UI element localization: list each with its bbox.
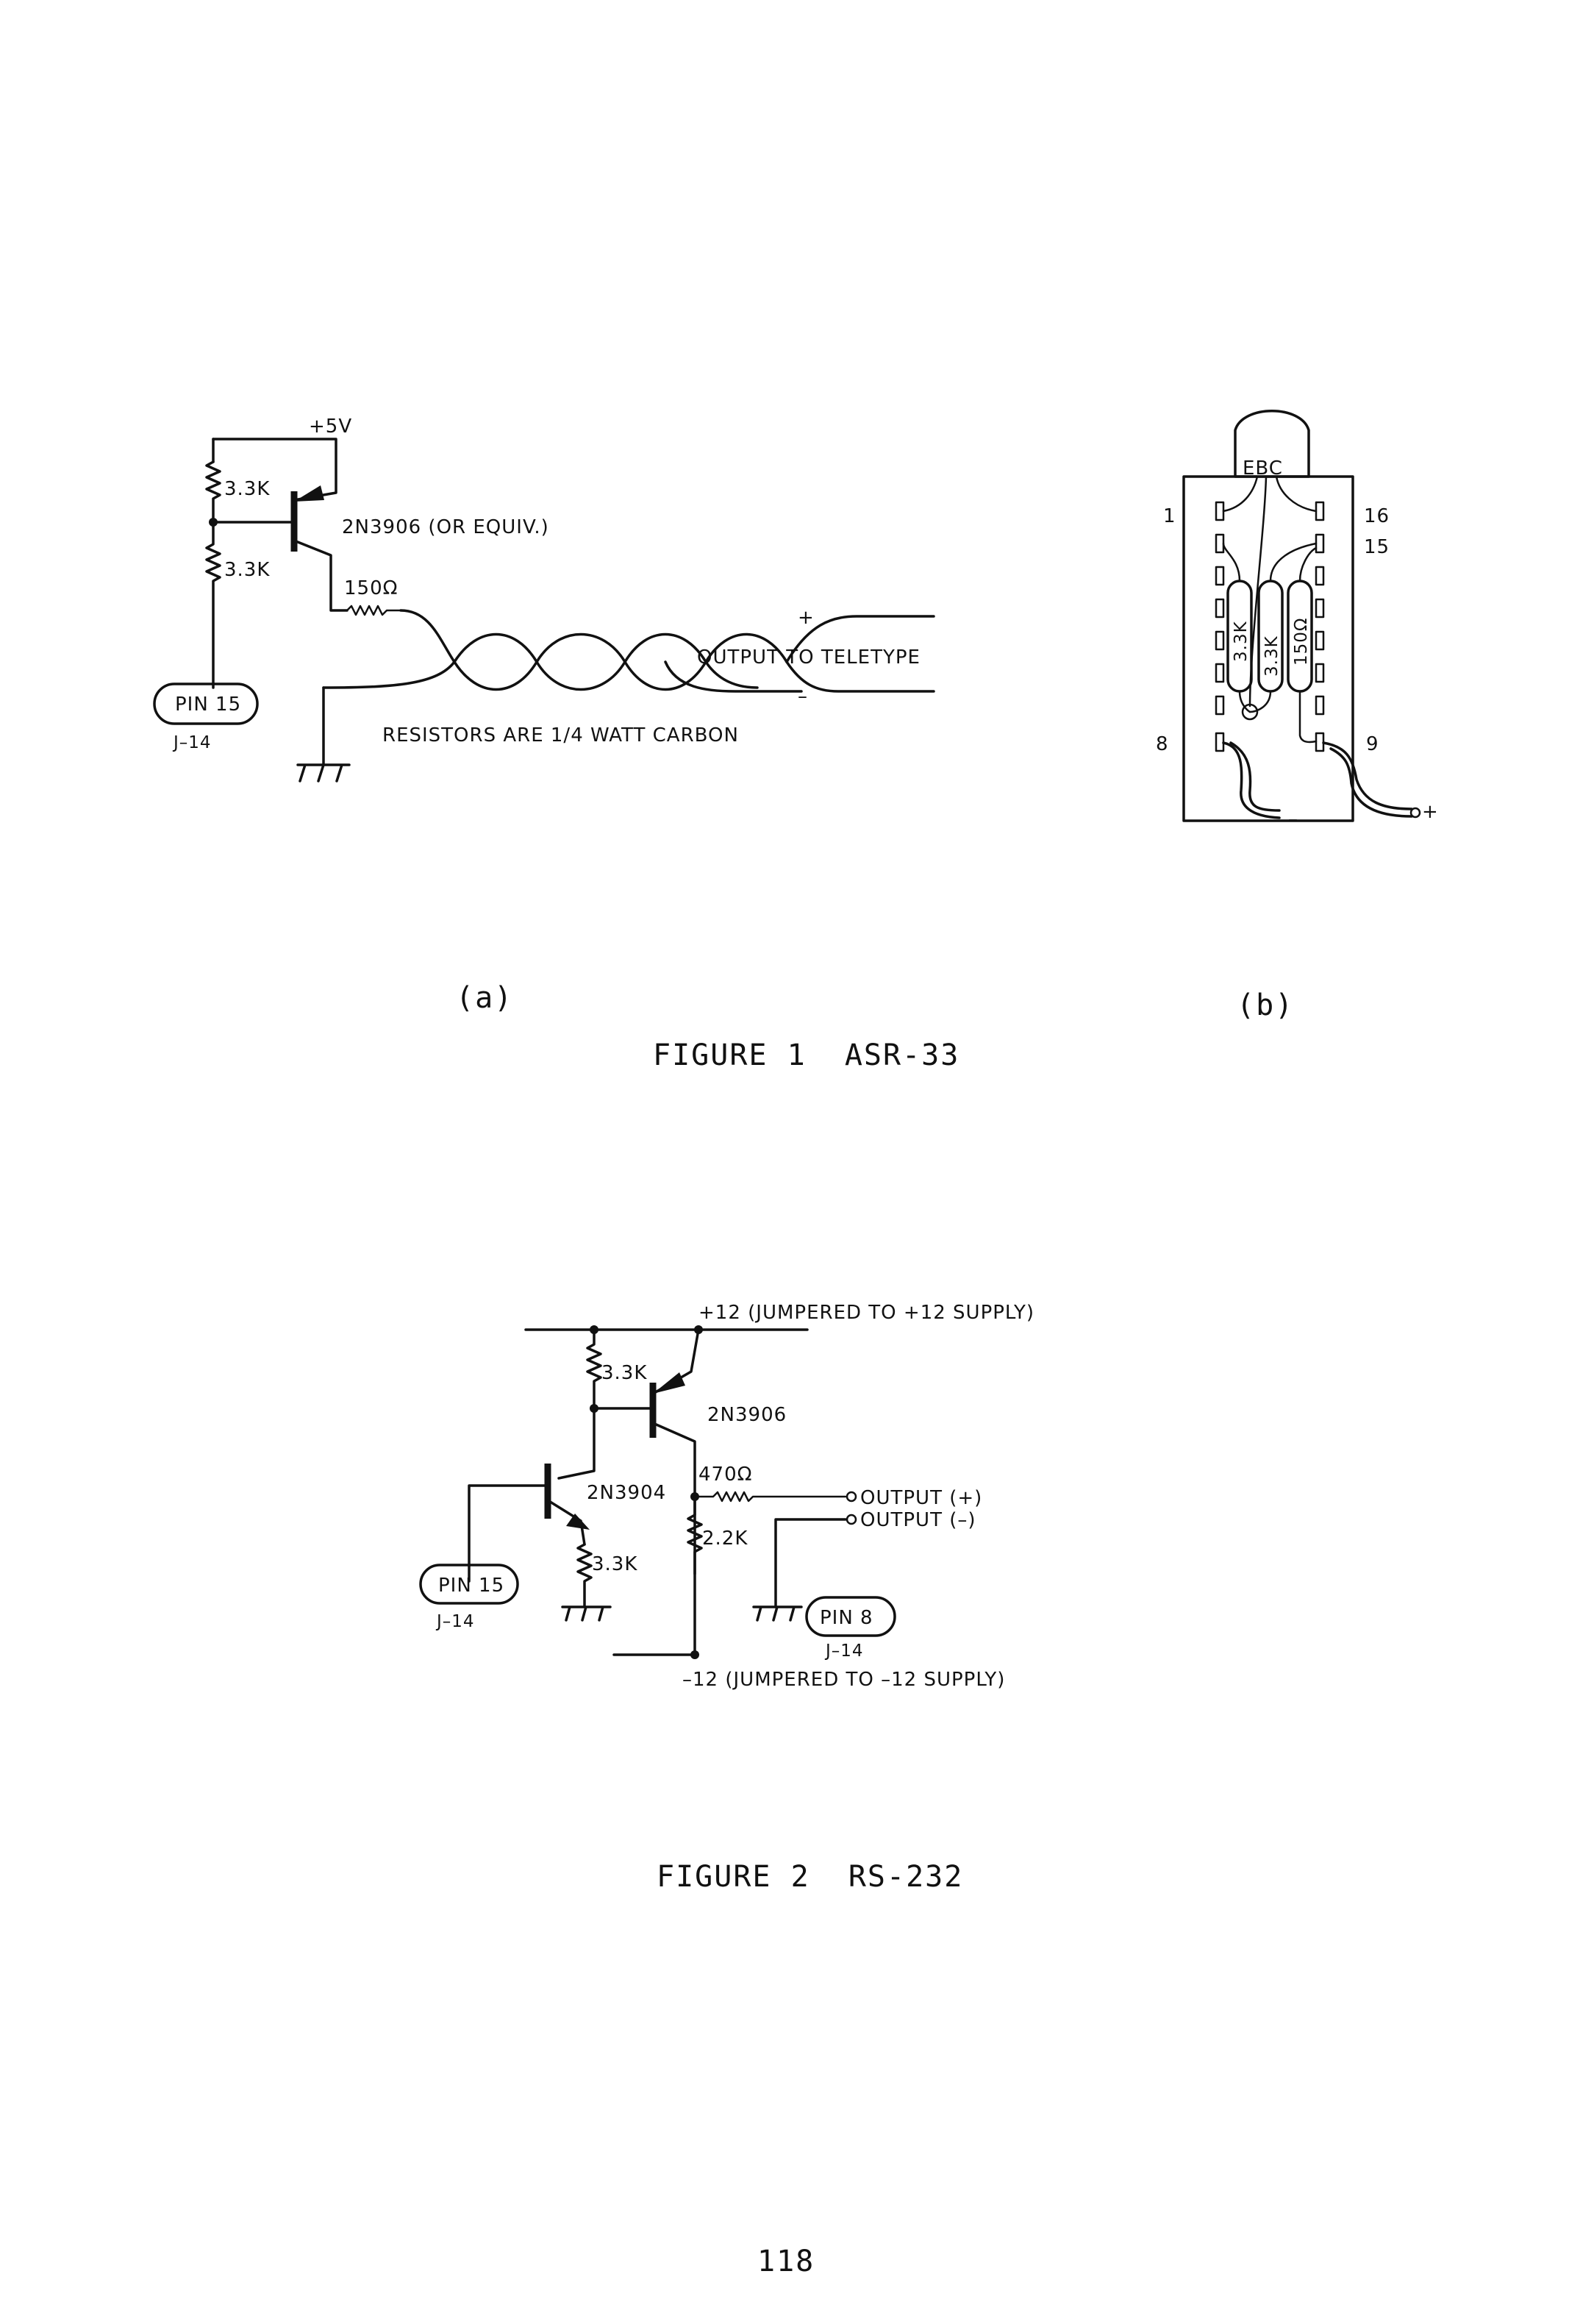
figure1-caption: FIGURE 1 ASR-33	[653, 1038, 959, 1072]
terminal-out-minus	[846, 1514, 857, 1525]
pnp-label: 2N3906	[707, 1404, 787, 1426]
solder-junction	[1241, 703, 1259, 721]
npn-label: 2N3904	[587, 1482, 666, 1504]
ground-npn	[561, 1605, 612, 1622]
terminal-out-plus	[846, 1491, 857, 1503]
note-label: RESISTORS ARE 1/4 WATT CARBON	[382, 724, 739, 746]
figure1a-schematic	[153, 438, 935, 783]
pin15-oval	[153, 682, 259, 725]
left-pin-column	[1215, 501, 1225, 752]
connector-label: J–14	[172, 733, 212, 752]
transistor-body	[1234, 410, 1310, 478]
r2-label: 3.3K	[1262, 635, 1282, 677]
pin8-conn-label: J–14	[824, 1642, 864, 1661]
pin-8-label: 8	[1156, 733, 1169, 755]
figure2-caption: FIGURE 2 RS-232	[657, 1860, 963, 1894]
pin8-label: PIN 8	[820, 1607, 873, 1629]
resistor-3.3k-emitter	[576, 1543, 593, 1608]
plus-b-label: +	[1422, 801, 1439, 823]
pin8-oval	[805, 1596, 896, 1637]
output-label: OUTPUT TO TELETYPE	[697, 646, 921, 669]
transistor-label: 2N3906 (OR EQUIV.)	[342, 516, 549, 538]
wire-collector	[293, 539, 349, 612]
ground-out	[752, 1605, 803, 1622]
figure1b-layout	[1182, 410, 1421, 822]
pin-15-label: 15	[1364, 536, 1390, 558]
lead-plus	[1322, 741, 1413, 810]
pin-16-label: 16	[1364, 505, 1390, 527]
out-minus-label: OUTPUT (–)	[860, 1509, 976, 1531]
out-plus-label: OUTPUT (+)	[860, 1487, 982, 1509]
r-emitter-label: 3.3K	[592, 1553, 637, 1575]
minus-b-label: –	[1288, 808, 1298, 830]
sub-a-label: (a)	[456, 981, 513, 1015]
pin-1-label: 1	[1163, 505, 1176, 527]
r-pulldown-label: 2.2K	[702, 1528, 748, 1550]
r-lower-label: 3.3K	[224, 559, 270, 581]
pin-9-label: 9	[1366, 733, 1379, 755]
board-outline	[1182, 475, 1354, 822]
r1-label: 3.3K	[1232, 621, 1251, 662]
supply-bottom-label: –12 (JUMPERED TO –12 SUPPLY)	[682, 1669, 1005, 1691]
minus-label: –	[798, 685, 808, 707]
r-series-label-fig2: 470Ω	[698, 1464, 753, 1486]
resistor-3.3k-upper	[205, 460, 221, 524]
lead-minus	[1222, 741, 1281, 819]
figure2-schematic	[419, 1325, 896, 1659]
wire-pin15-base	[468, 1484, 549, 1583]
resistor-3.3k-lower	[205, 521, 221, 689]
r3-label: 150Ω	[1292, 618, 1311, 666]
ground-symbol	[296, 763, 351, 783]
npn-emitter-arrow	[566, 1514, 590, 1530]
resistor-150-ohm	[346, 605, 402, 616]
sub-b-label: (b)	[1237, 988, 1294, 1022]
r-series-label: 150Ω	[344, 577, 398, 599]
pnp-emitter-arrow	[653, 1372, 685, 1394]
ebc-label: EBC	[1243, 457, 1283, 480]
pin15-label: PIN 15	[175, 694, 241, 716]
right-pin-column	[1315, 501, 1325, 752]
r-upper-label: 3.3K	[224, 478, 270, 500]
page-number: 118	[757, 2245, 815, 2278]
pin15-label-fig2: PIN 15	[438, 1575, 504, 1597]
junction-dot	[209, 518, 218, 527]
resistor-3.3k-top	[586, 1328, 602, 1410]
resistor-2.2k	[687, 1495, 703, 1575]
pin15-conn-label: J–14	[435, 1612, 475, 1631]
plus-label: +	[798, 607, 815, 629]
supply-top-label: +12 (JUMPERED TO +12 SUPPLY)	[698, 1302, 1034, 1324]
supply-label: +5V	[309, 416, 352, 438]
r-top-label: 3.3K	[601, 1362, 647, 1384]
resistor-470-ohm	[693, 1491, 847, 1503]
pin15-oval-fig2	[419, 1564, 519, 1605]
emitter-arrow	[294, 485, 324, 502]
